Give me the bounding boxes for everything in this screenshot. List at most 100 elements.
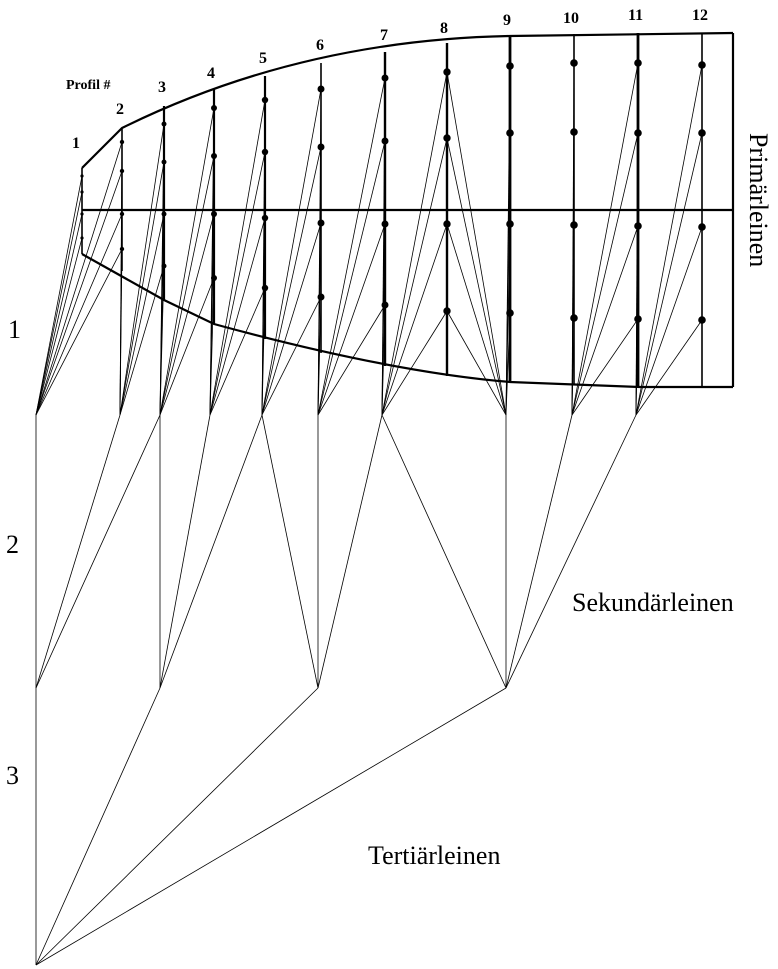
primary-line <box>209 151 266 416</box>
primary-line <box>571 318 639 416</box>
attachment-point <box>443 68 451 76</box>
profile-label-8: 8 <box>440 20 448 37</box>
attachment-point <box>506 62 514 70</box>
profile-label-4: 4 <box>207 65 215 82</box>
primary-line <box>571 132 639 416</box>
attachment-point <box>634 59 642 67</box>
primary-line <box>209 217 266 416</box>
primary-line <box>317 223 386 416</box>
attachment-point <box>80 190 84 194</box>
secondary-line <box>505 414 637 689</box>
profile-label-9: 9 <box>503 12 511 29</box>
attachment-point <box>317 85 325 93</box>
attachment-point <box>570 314 578 322</box>
secondary-line <box>35 414 161 689</box>
primary-line <box>209 287 266 416</box>
primary-lines <box>35 62 703 416</box>
primary-line <box>635 226 703 416</box>
primary-line <box>571 225 639 416</box>
primary-line <box>119 265 165 416</box>
primary-line <box>446 137 507 416</box>
profile-label-11: 11 <box>628 7 643 24</box>
tertiary-line <box>35 687 507 966</box>
level-label-1: 1 <box>8 315 21 344</box>
primary-line <box>317 304 386 416</box>
primary-line <box>119 213 165 416</box>
attachment-point <box>261 148 269 156</box>
attachment-point <box>119 168 125 174</box>
profile-label-7: 7 <box>380 27 388 44</box>
tertiary-line <box>35 687 161 966</box>
attachment-point <box>161 211 167 217</box>
attachment-point <box>80 212 84 216</box>
canopy-outline <box>81 31 735 389</box>
attachment-point <box>119 139 125 145</box>
primary-line <box>635 132 703 416</box>
primary-line <box>571 62 639 416</box>
profile-label-1: 1 <box>72 135 80 152</box>
primary-line <box>209 277 215 416</box>
primary-line <box>635 318 639 416</box>
attachment-point <box>443 307 451 315</box>
primary-line <box>35 141 123 416</box>
primary-line <box>261 287 266 416</box>
primary-line <box>35 237 83 416</box>
primary-line <box>261 222 322 416</box>
attachment-point <box>634 315 642 323</box>
primary-line <box>159 277 215 416</box>
leading-edge-curve <box>81 31 734 169</box>
primary-line <box>381 310 448 416</box>
primary-line <box>446 71 507 416</box>
attachment-point <box>261 96 269 104</box>
primary-line <box>381 137 448 416</box>
primary-line <box>261 88 322 416</box>
attachment-point <box>317 219 325 227</box>
attachment-point <box>698 61 706 69</box>
attachment-point <box>317 293 325 301</box>
attachment-point <box>506 129 514 137</box>
primary-line <box>381 71 448 416</box>
attachment-point <box>634 129 642 137</box>
attachment-point <box>211 211 217 217</box>
primary-line <box>317 77 386 416</box>
attachment-points <box>80 59 706 324</box>
profile-header: Profil # <box>66 78 110 93</box>
secondary-line <box>35 414 121 689</box>
profile-label-12: 12 <box>692 7 708 24</box>
attachment-point <box>634 222 642 230</box>
attachment-point <box>570 128 578 136</box>
primary-line <box>35 213 123 416</box>
primary-line <box>261 146 322 416</box>
primary-line <box>261 296 322 416</box>
tertiary-lines <box>35 687 507 966</box>
primary-line <box>505 312 511 416</box>
primary-line <box>635 319 703 416</box>
secondary-line <box>159 414 211 689</box>
tertiary-line <box>35 687 319 966</box>
attachment-point <box>570 221 578 229</box>
attachment-point <box>698 316 706 324</box>
secondary-line <box>159 414 263 689</box>
primary-line <box>35 191 83 416</box>
primary-line <box>505 223 511 416</box>
primary-line <box>381 223 448 416</box>
attachment-point <box>443 220 451 228</box>
primary-line <box>159 107 215 416</box>
profile-label-2: 2 <box>116 101 124 118</box>
attachment-point <box>119 211 125 217</box>
attachment-point <box>119 246 125 252</box>
primary-line <box>119 161 165 416</box>
secondary-lines-label: Sekundärleinen <box>572 588 734 617</box>
primary-line <box>159 155 215 416</box>
attachment-point <box>211 153 217 159</box>
attachment-point <box>261 214 269 222</box>
attachment-point <box>506 220 514 228</box>
primary-line <box>446 310 507 416</box>
primary-line <box>119 123 165 416</box>
attachment-point <box>570 59 578 67</box>
profile-label-3: 3 <box>158 79 166 96</box>
primary-line <box>317 140 386 416</box>
primary-line <box>35 248 123 416</box>
secondary-line <box>317 414 383 689</box>
